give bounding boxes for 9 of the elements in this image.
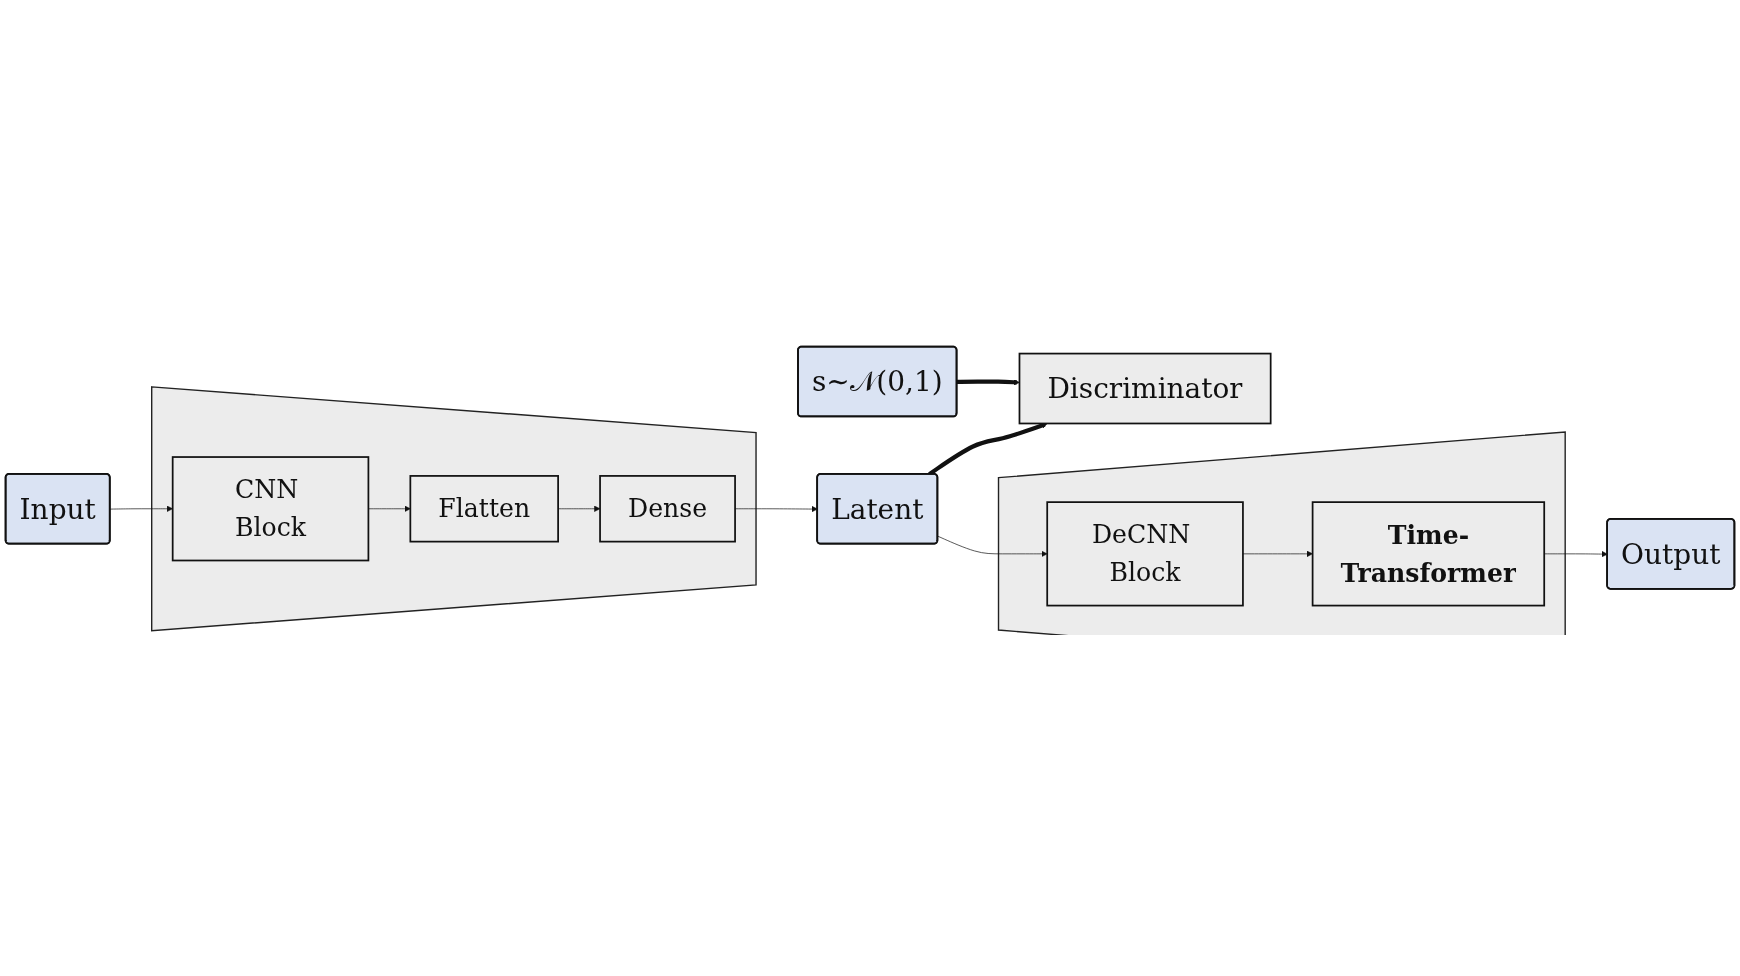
node-box: Discriminator (1018, 352, 1272, 425)
node-box: Time-Transformer (1311, 500, 1546, 607)
node-box: Flatten (409, 474, 559, 543)
arrow (956, 378, 1020, 385)
node-box: DeCNN Block (1046, 500, 1244, 607)
cluster (151, 385, 757, 632)
node-box: Dense (599, 474, 736, 543)
cluster (997, 430, 1566, 636)
node-box: CNN Block (171, 455, 370, 562)
